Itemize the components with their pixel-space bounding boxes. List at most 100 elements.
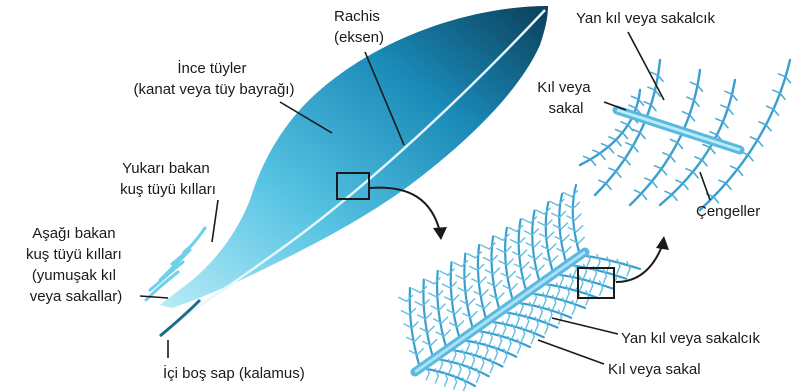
hook	[616, 140, 621, 146]
barbule-upper	[426, 280, 434, 284]
hook	[593, 150, 600, 153]
label-barbule-mid: Yan kıl veya sakalcık	[621, 330, 760, 347]
hook	[731, 166, 738, 169]
barbule-lower	[516, 319, 519, 326]
hook	[616, 130, 623, 133]
hook	[599, 180, 606, 183]
barbule-lower	[480, 335, 483, 342]
barbule-upper	[536, 210, 544, 214]
barbule-upper	[454, 262, 462, 266]
zoom-arrow-2-head	[656, 236, 669, 250]
barbule-upper	[415, 335, 421, 341]
barbule-upper	[550, 201, 558, 205]
hook	[651, 72, 658, 75]
barbule-lower	[508, 343, 511, 350]
hook	[676, 180, 683, 183]
leader-barbule-mid	[552, 318, 618, 334]
barbule-upper	[538, 265, 544, 271]
label-barbule-top: Yan kıl veya sakalcık	[576, 10, 715, 27]
barbule-lower	[520, 307, 523, 314]
barbule	[700, 60, 790, 210]
barbule-lower	[545, 327, 548, 334]
barbule-upper	[484, 302, 490, 308]
hook	[670, 156, 675, 162]
barbule-upper	[555, 237, 563, 241]
hook	[773, 90, 780, 93]
hook	[584, 156, 591, 159]
barbule-closeup	[580, 60, 791, 210]
barbule-lower	[590, 286, 593, 293]
barbule-lower	[549, 315, 552, 322]
hook	[683, 183, 688, 189]
hook	[719, 180, 726, 183]
hook	[703, 145, 710, 148]
barbule-upper	[565, 247, 571, 253]
hook	[759, 122, 766, 125]
hook	[678, 143, 683, 149]
hook	[644, 102, 651, 105]
barbule-lower	[466, 345, 469, 352]
barbule-upper	[548, 232, 554, 238]
barbule-upper	[467, 254, 475, 258]
hook	[591, 159, 596, 165]
barbule-lower	[440, 364, 443, 371]
hook	[652, 181, 657, 187]
hook	[671, 140, 678, 143]
hook	[625, 159, 630, 165]
barbule-upper	[495, 236, 503, 240]
hook	[694, 100, 699, 106]
hook	[774, 109, 779, 115]
hook	[716, 119, 723, 122]
hook	[651, 105, 656, 111]
barbule-upper	[509, 271, 515, 277]
barbule-lower	[512, 331, 515, 338]
barbule-upper	[521, 250, 527, 256]
label-barb-mid: Kıl veya sakal	[608, 361, 701, 378]
hook	[609, 147, 614, 153]
hook	[732, 94, 737, 100]
hook	[618, 156, 625, 159]
barbule-upper	[442, 317, 448, 323]
hook	[710, 148, 715, 154]
hook	[635, 190, 642, 193]
hook	[662, 169, 667, 175]
barbule-lower	[477, 375, 480, 382]
hook	[683, 112, 690, 115]
barbule-lower	[553, 302, 556, 309]
barbule-lower	[481, 363, 484, 370]
barbule-lower	[503, 328, 506, 335]
hook	[725, 91, 732, 94]
barbule-lower	[539, 312, 542, 319]
hook	[686, 169, 693, 172]
barbule-lower	[531, 337, 534, 344]
barbule-upper	[399, 297, 407, 301]
hook	[758, 140, 763, 146]
barbule-lower	[535, 324, 538, 331]
hook	[658, 75, 663, 81]
hook	[632, 96, 639, 99]
barbule-upper	[575, 214, 581, 220]
barbule-upper	[573, 202, 579, 208]
barbule-upper	[426, 313, 432, 319]
barbule-lower	[574, 269, 577, 276]
barbule-upper	[444, 330, 450, 336]
hook	[738, 169, 743, 175]
barbule-upper	[509, 228, 517, 232]
barbule-upper	[561, 223, 567, 229]
barbule-upper	[550, 244, 556, 250]
barbule-upper	[466, 286, 472, 292]
barbule-lower	[435, 376, 438, 383]
hook	[609, 137, 616, 140]
barbule-upper	[577, 226, 583, 232]
barbule-lower	[490, 366, 493, 373]
hook	[600, 153, 605, 159]
barbule-upper	[442, 284, 450, 288]
hook	[639, 99, 644, 105]
barbule-upper	[507, 259, 513, 265]
hook	[645, 178, 652, 181]
barbule-upper	[552, 256, 558, 262]
barbule-upper	[482, 290, 488, 296]
barbule-lower	[587, 259, 590, 266]
hook	[691, 82, 698, 85]
